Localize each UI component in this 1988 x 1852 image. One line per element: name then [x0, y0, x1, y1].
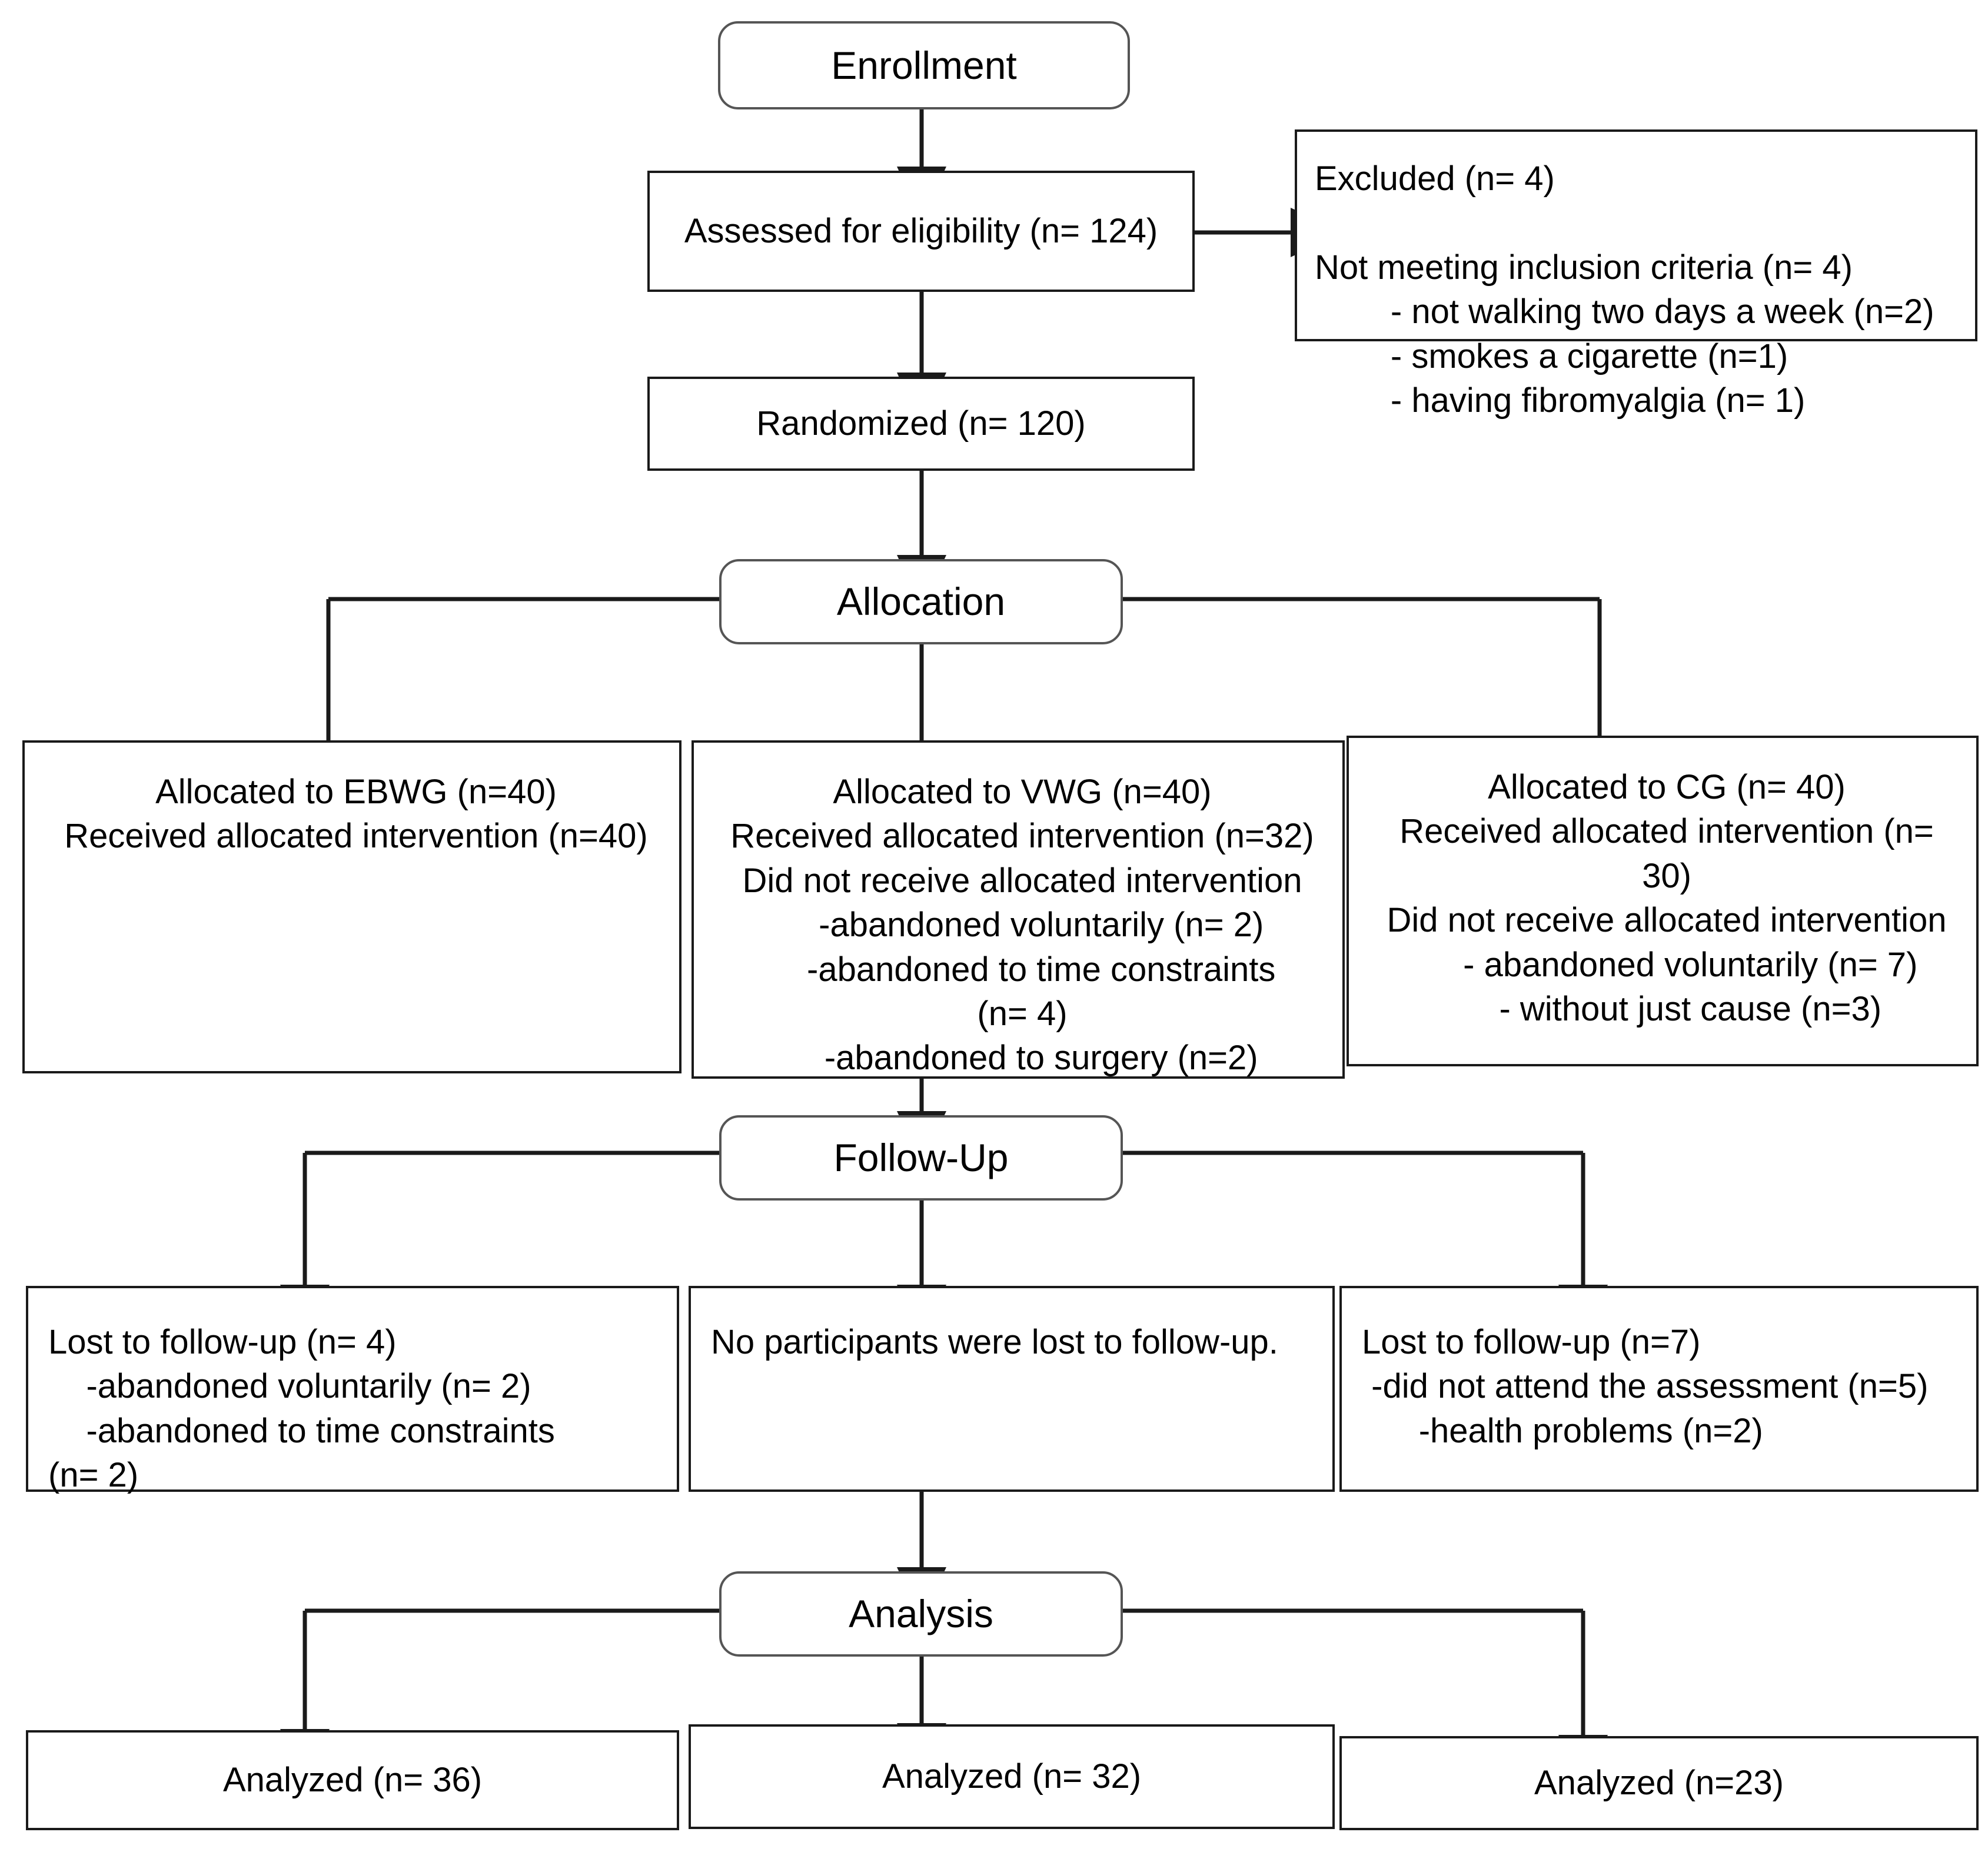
box-assessed-for-eligibility[interactable]: Assessed for eligibility (n= 124) [647, 171, 1195, 292]
stage-allocation[interactable]: Allocation [719, 559, 1123, 644]
followup-vwg-text: No participants were lost to follow-up. [711, 1323, 1278, 1361]
stage-allocation-label: Allocation [836, 580, 1006, 624]
box-allocation-cg[interactable]: Allocated to CG (n= 40) Received allocat… [1347, 736, 1979, 1066]
followup-ebwg-text: Lost to follow-up (n= 4) -abandoned volu… [48, 1323, 555, 1495]
box-allocation-vwg[interactable]: Allocated to VWG (n=40) Received allocat… [692, 740, 1345, 1079]
box-analysis-cg[interactable]: Analyzed (n=23) [1339, 1736, 1979, 1830]
box-followup-cg[interactable]: Lost to follow-up (n=7) -did not attend … [1339, 1286, 1979, 1492]
box-followup-ebwg[interactable]: Lost to follow-up (n= 4) -abandoned volu… [26, 1286, 679, 1494]
analysis-vwg-text: Analyzed (n= 32) [882, 1757, 1142, 1796]
excluded-text: Excluded (n= 4) Not meeting inclusion cr… [1315, 159, 1934, 420]
stage-enrollment-label: Enrollment [831, 43, 1017, 87]
analysis-cg-text: Analyzed (n=23) [1534, 1764, 1784, 1803]
box-analysis-ebwg[interactable]: Analyzed (n= 36) [26, 1730, 679, 1830]
analysis-ebwg-text: Analyzed (n= 36) [222, 1761, 483, 1800]
stage-followup-label: Follow-Up [833, 1136, 1009, 1180]
stage-followup[interactable]: Follow-Up [719, 1115, 1123, 1201]
followup-cg-text: Lost to follow-up (n=7) -did not attend … [1362, 1323, 1929, 1450]
allocation-ebwg-text: Allocated to EBWG (n=40) Received alloca… [64, 773, 648, 856]
box-followup-vwg[interactable]: No participants were lost to follow-up. [689, 1286, 1335, 1492]
allocation-cg-text: Allocated to CG (n= 40) Received allocat… [1387, 768, 1947, 1028]
stage-analysis-label: Analysis [849, 1592, 993, 1636]
box-excluded[interactable]: Excluded (n= 4) Not meeting inclusion cr… [1295, 129, 1977, 420]
box-allocation-ebwg[interactable]: Allocated to EBWG (n=40) Received alloca… [22, 740, 681, 1073]
box-randomized[interactable]: Randomized (n= 120) [647, 377, 1195, 471]
stage-analysis[interactable]: Analysis [719, 1571, 1123, 1657]
stage-enrollment[interactable]: Enrollment [718, 21, 1130, 109]
randomized-text: Randomized (n= 120) [756, 404, 1086, 443]
box-analysis-vwg[interactable]: Analyzed (n= 32) [689, 1724, 1335, 1829]
assessed-for-eligibility-text: Assessed for eligibility (n= 124) [684, 212, 1158, 251]
allocation-vwg-text: Allocated to VWG (n=40) Received allocat… [730, 773, 1314, 1078]
